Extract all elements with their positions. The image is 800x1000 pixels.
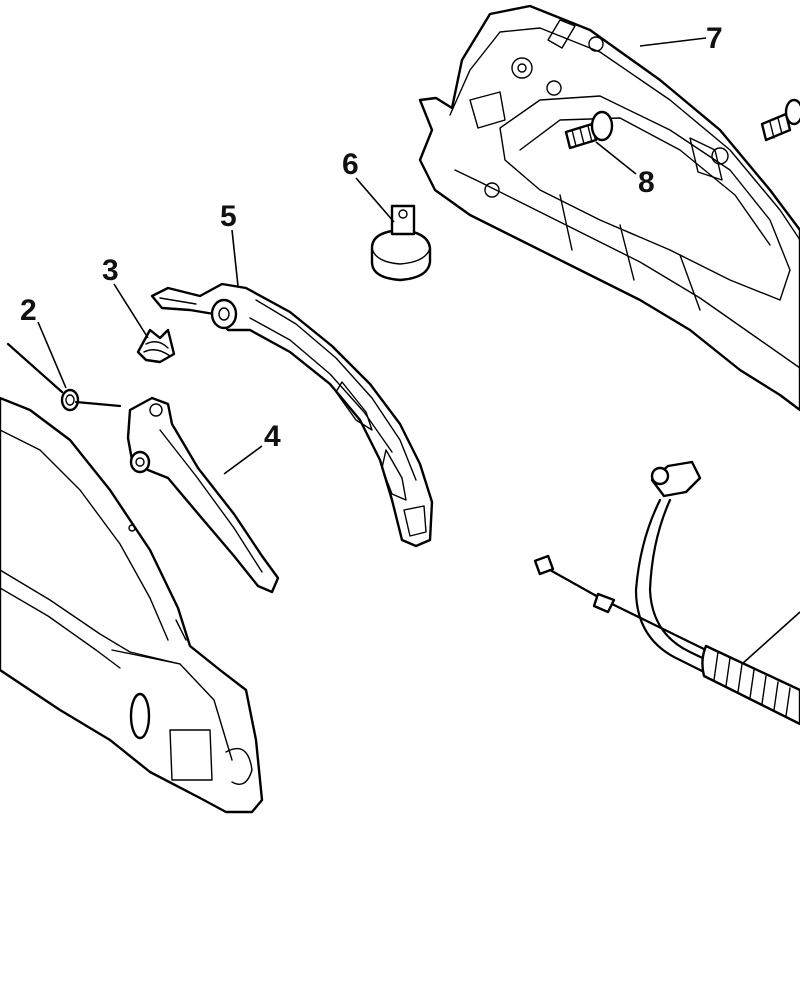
callout-7: 7: [706, 22, 723, 55]
leader-line-4: [223, 445, 263, 475]
callout-8: 8: [638, 166, 655, 199]
callout-6: 6: [342, 148, 359, 181]
callout-4: 4: [264, 420, 281, 453]
screw-part: [564, 98, 800, 150]
housing-cover-part: [418, 4, 800, 412]
wire-spring-part: [6, 342, 122, 412]
leader-line-5: [231, 229, 239, 287]
left-housing-part: [0, 396, 264, 814]
callout-5: 5: [220, 200, 237, 233]
leader-line-7: [639, 37, 707, 47]
leader-line-3: [113, 283, 149, 339]
callout-3: 3: [102, 254, 119, 287]
lever-arm-part: [126, 396, 280, 594]
guide-bar-part: [150, 282, 434, 548]
leader-line-2: [37, 321, 67, 389]
leader-line-8: [595, 141, 637, 175]
leader-line-cable: [741, 611, 800, 665]
clamp-part: [370, 204, 432, 282]
control-cable-part: [533, 460, 800, 726]
callout-2: 2: [20, 294, 37, 327]
torsion-spring-small-part: [136, 328, 176, 364]
leader-line-6: [355, 177, 395, 223]
